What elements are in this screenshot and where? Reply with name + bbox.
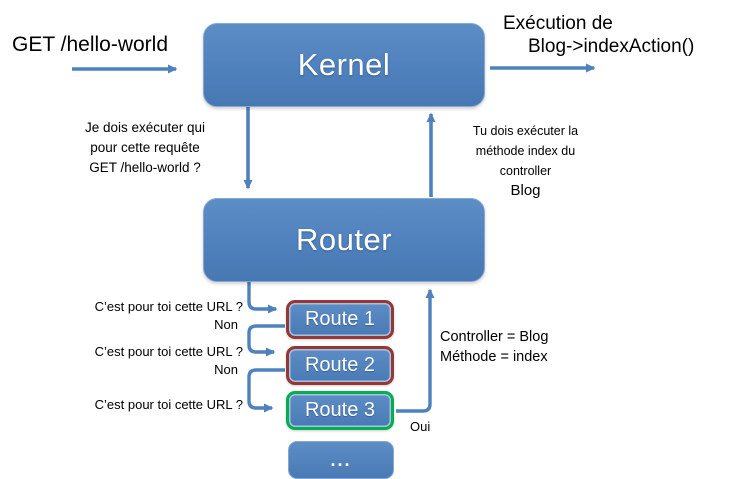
oui-label: Oui [410,419,431,434]
kernel-label: Kernel [297,47,391,82]
non-label-1: Non [214,317,238,332]
execution-line1: Exécution de [503,13,613,34]
kernel-question-line3: GET /hello-world ? [89,160,201,175]
non-label-2: Non [214,362,238,377]
route-1-label: Route 1 [304,308,376,330]
route-2-box: Route 2 [286,346,394,385]
kernel-question: Je dois exécuter qui pour cette requête … [60,118,230,178]
router-answer-line3-emphasis: Blog [510,182,541,199]
more-routes-box: ... [288,441,394,479]
arrow-route-1-to-route-2 [247,324,285,357]
match-result: Controller = Blog Méthode = index [440,327,548,367]
arrow-route-2-to-route-3 [247,368,285,413]
url-question-2: C’est pour toi cette URL ? [94,344,243,359]
kernel-box: Kernel [203,23,485,107]
router-answer: Tu dois exécuter la méthode index du con… [468,121,583,201]
route-1-box: Route 1 [286,300,394,339]
route-2-label: Route 2 [304,354,376,376]
execution-label: Exécution de Blog->indexAction() [503,12,694,58]
route-3-box: Route 3 [286,391,394,430]
match-result-line2: Méthode = index [440,349,548,365]
url-question-1: C’est pour toi cette URL ? [94,299,243,314]
router-answer-line1: Tu dois exécuter la [472,124,579,138]
request-label: GET /hello-world [12,33,169,56]
url-question-3: C’est pour toi cette URL ? [94,397,243,412]
execution-line2: Blog->indexAction() [528,36,695,57]
router-answer-line3: controller Blog [468,161,583,201]
arrow-route-3-to-router [396,288,435,413]
match-result-line1: Controller = Blog [440,329,549,345]
kernel-question-line1: Je dois exécuter qui [84,120,206,135]
route-3-label: Route 3 [304,399,376,421]
router-answer-line3-prefix: controller [499,164,552,178]
arrow-router-to-route-1 [247,280,278,314]
kernel-question-line2: pour cette requête [90,140,200,155]
router-answer-line2: méthode index du [475,144,576,158]
router-box: Router [203,198,485,282]
router-label: Router [295,222,393,257]
more-routes-label: ... [330,449,352,470]
